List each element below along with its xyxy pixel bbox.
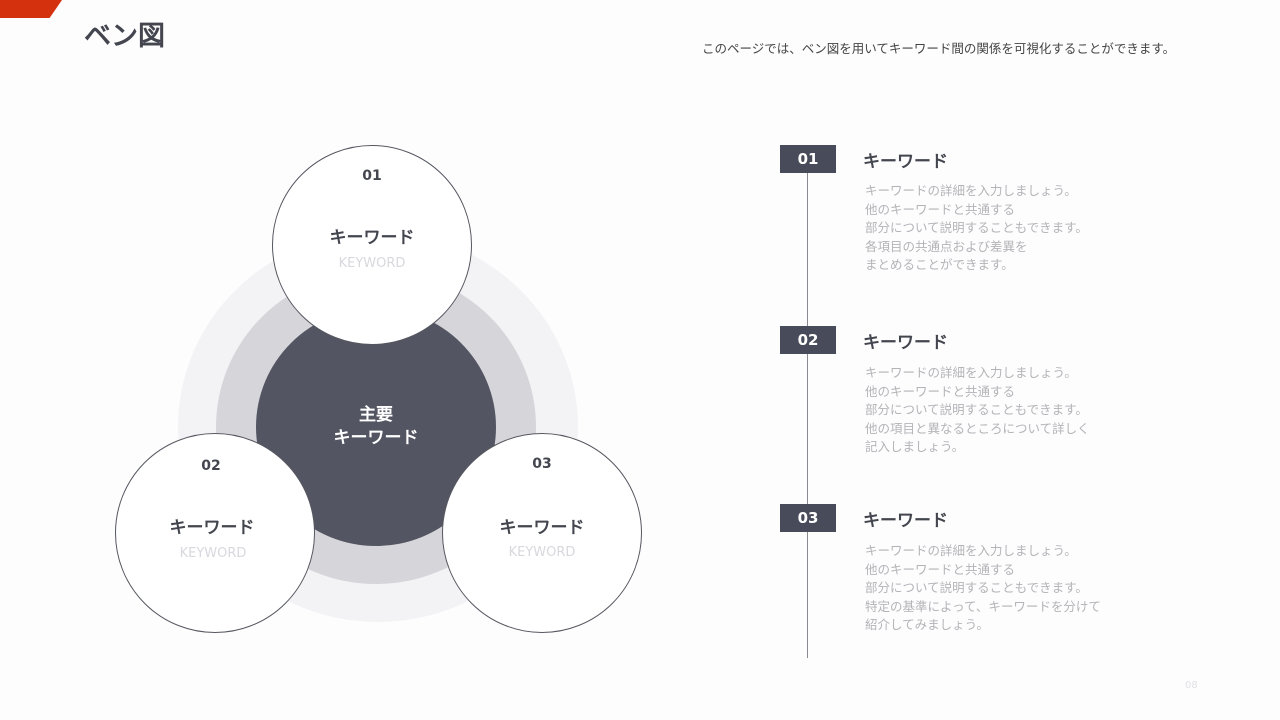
center-label-line2: キーワード [333,428,419,448]
item-desc-01: キーワードの詳細を入力しましょう。 他のキーワードと共通する 部分について説明す… [865,183,1088,273]
circle-label: キーワード [499,518,585,538]
item-badge-01: 01 [780,145,836,173]
item-title-01: キーワード [863,152,948,172]
item-badge-03: 03 [780,504,836,532]
circle-number: 03 [532,456,552,472]
item-desc-03: キーワードの詳細を入力しましょう。 他のキーワードと共通する 部分について説明す… [865,543,1101,633]
item-title-03: キーワード [863,511,948,531]
center-label-line1: 主要 [359,405,393,425]
keyword-circle-03: 03 キーワード KEYWORD [442,433,642,633]
circle-en-label: KEYWORD [179,546,247,561]
circle-en-label: KEYWORD [508,545,576,560]
item-title-02: キーワード [863,333,948,353]
page-number: 08 [1185,680,1198,691]
page-subtitle: このページでは、ベン図を用いてキーワード間の関係を可視化することができます。 [702,41,1176,56]
accent-bar [0,0,62,18]
circle-label: キーワード [329,228,415,248]
keyword-circle-02: 02 キーワード KEYWORD [115,433,315,633]
circle-number: 02 [201,458,221,474]
timeline-line [807,172,808,658]
circle-number: 01 [362,168,382,184]
circle-en-label: KEYWORD [338,256,406,271]
circle-label: キーワード [169,518,255,538]
item-desc-02: キーワードの詳細を入力しましょう。 他のキーワードと共通する 部分について説明す… [865,365,1090,455]
item-badge-02: 02 [780,326,836,354]
page-title: ベン図 [84,21,165,52]
keyword-circle-01: 01 キーワード KEYWORD [272,145,472,345]
